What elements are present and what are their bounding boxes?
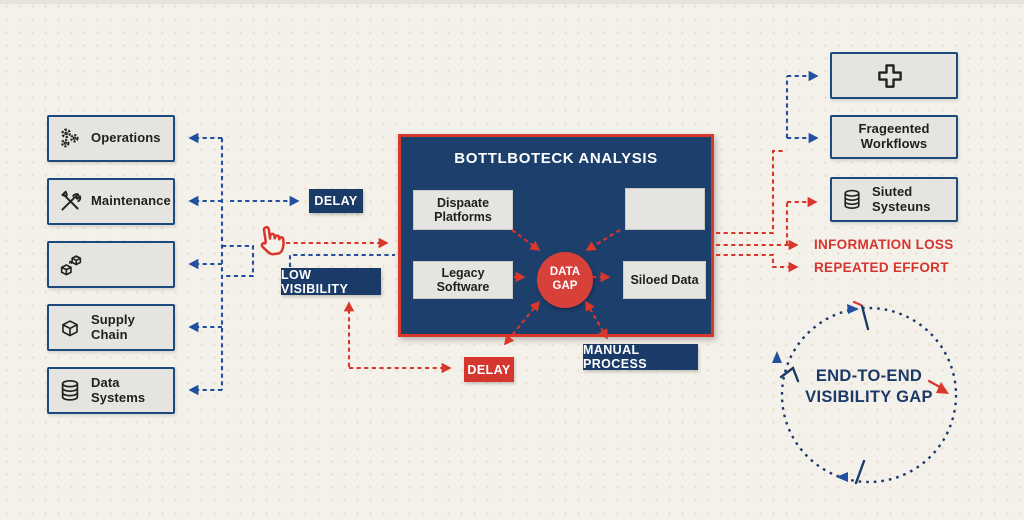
badge-label: DELAY [467, 362, 511, 377]
siloed-data-box: Siloed Data [623, 261, 706, 299]
node-data-systems: Data Systems [47, 367, 175, 414]
cube-icon [57, 315, 83, 341]
data-gap-circle: DATA GAP [537, 252, 593, 308]
node-supply-chain: Supply Chain [47, 304, 175, 351]
database-icon [57, 378, 83, 404]
gears-icon [57, 126, 83, 152]
badge-label: LOW VISIBILITY [281, 267, 349, 296]
low-visibility-badge: LOW VISIBILITY [281, 267, 381, 296]
plus-icon [875, 61, 905, 91]
badge-label: MANUAL PROCESS [583, 343, 647, 371]
node-siloed-systems: Siuted Systeuns [830, 177, 958, 222]
node-fragmented-workflows: Frageented Workflows [830, 115, 958, 159]
repeated-effort-label: REPEATED EFFORT [814, 260, 949, 275]
node-label: Maintenance [91, 193, 171, 209]
node-label: Frageented Workflows [858, 121, 930, 151]
node-operations: Operations [47, 115, 175, 162]
information-loss-label: INFORMATION LOSS [814, 237, 954, 252]
database-icon [840, 188, 864, 212]
analysis-title: BOTTLBOTECK ANALYSIS [454, 150, 658, 167]
node-plus [830, 52, 958, 99]
node-label: Siuted Systeuns [872, 183, 931, 214]
bottleneck-analysis-box: BOTTLBOTECK ANALYSIS Dispaate Platforms … [398, 134, 714, 337]
hand-pointer-icon [252, 220, 288, 260]
modules-icon [57, 251, 85, 279]
legacy-software-box: Legacy Software [413, 261, 513, 299]
tools-icon [57, 189, 83, 215]
manual-process-badge: MANUAL PROCESS [583, 343, 698, 371]
delay-badge-bottom: DELAY [464, 357, 514, 382]
node-maintenance: Maintenance [47, 178, 175, 225]
node-modules [47, 241, 175, 288]
badge-label: DELAY [314, 194, 358, 208]
empty-inner-box [625, 188, 705, 230]
delay-badge-top: DELAY [309, 189, 363, 213]
node-label: Operations [91, 130, 161, 146]
visibility-gap-label: END-TO-END VISIBILITY GAP [805, 367, 933, 406]
node-label: Supply Chain [91, 311, 135, 342]
node-label: Data Systems [91, 374, 146, 405]
disparate-platforms-box: Dispaate Platforms [413, 190, 513, 230]
